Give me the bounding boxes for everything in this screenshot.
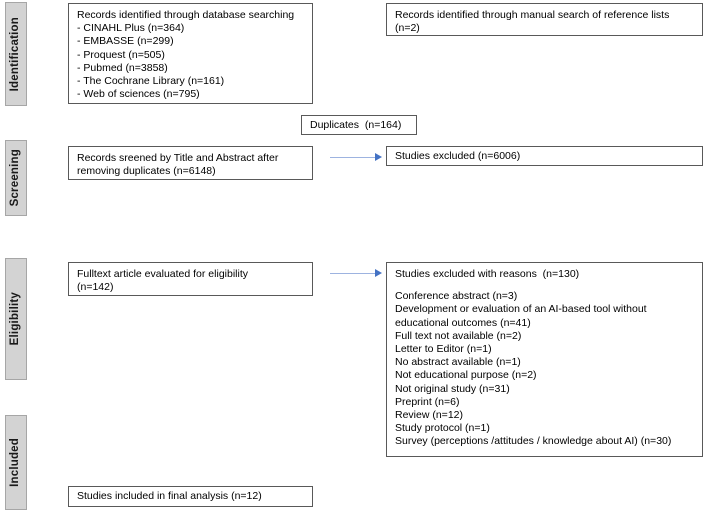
reason-survey: Survey (perceptions /attitudes / knowled… [395,435,672,448]
reason-letter-to-editor: Letter to Editor (n=1) [395,343,492,356]
box-line-2: (n=142) [77,281,114,294]
reason-conference-abstract: Conference abstract (n=3) [395,290,518,303]
stage-tab-label: Eligibility [9,292,22,346]
reason-ai-tool-development-1: Development or evaluation of an AI-based… [395,303,647,316]
source-item-embasse: - EMBASSE (n=299) [77,35,174,48]
stage-tab-label: Included [9,438,22,487]
source-item-web-of-sciences: - Web of sciences (n=795) [77,88,200,101]
box-count: (n=2) [395,22,420,35]
reason-review: Review (n=12) [395,409,463,422]
source-item-pubmed: - Pubmed (n=3858) [77,61,168,74]
box-studies-excluded-with-reasons: Studies excluded with reasons (n=130) Co… [386,262,703,457]
reason-ai-tool-development-2: educational outcomes (n=41) [395,316,531,329]
reason-study-protocol: Study protocol (n=1) [395,422,490,435]
reason-not-educational-purpose: Not educational purpose (n=2) [395,369,537,382]
stage-tab-screening: Screening [5,140,27,216]
reason-full-text-not-available: Full text not available (n=2) [395,329,522,342]
stage-tab-identification: Identification [5,2,27,106]
box-records-screened: Records sreened by Title and Abstract af… [68,146,313,180]
box-records-manual-search: Records identified through manual search… [386,3,703,36]
source-item-cinahl: - CINAHL Plus (n=364) [77,22,185,35]
box-title: Records identified through database sear… [77,9,295,21]
box-label: Duplicates (n=164) [310,119,402,131]
source-item-cochrane: - The Cochrane Library (n=161) [77,75,225,88]
box-fulltext-evaluated: Fulltext article evaluated for eligibili… [68,262,313,296]
arrow-eligibility-to-excluded-reasons [330,269,382,278]
box-line-2: removing duplicates (n=6148) [77,165,216,178]
box-records-database-search: Records identified through database sear… [68,3,313,104]
box-studies-included-final: Studies included in final analysis (n=12… [68,486,313,507]
reason-not-original-study: Not original study (n=31) [395,382,510,395]
spacer [395,281,695,290]
stage-tab-included: Included [5,415,27,510]
box-title: Studies excluded with reasons (n=130) [395,268,580,280]
stage-tab-label: Identification [9,16,22,92]
reason-preprint: Preprint (n=6) [395,395,460,408]
stage-tab-eligibility: Eligibility [5,258,27,380]
box-line-1: Fulltext article evaluated for eligibili… [77,268,248,280]
box-title: Records identified through manual search… [395,9,670,21]
box-label: Studies excluded (n=6006) [395,150,521,162]
reason-no-abstract-available: No abstract available (n=1) [395,356,521,369]
arrow-screening-to-excluded [330,153,382,162]
box-studies-excluded-screening: Studies excluded (n=6006) [386,146,703,166]
box-label: Studies included in final analysis (n=12… [77,490,262,502]
box-duplicates: Duplicates (n=164) [301,115,417,135]
source-item-proquest: - Proquest (n=505) [77,48,165,61]
box-line-1: Records sreened by Title and Abstract af… [77,152,279,164]
stage-tab-label: Screening [9,149,22,207]
